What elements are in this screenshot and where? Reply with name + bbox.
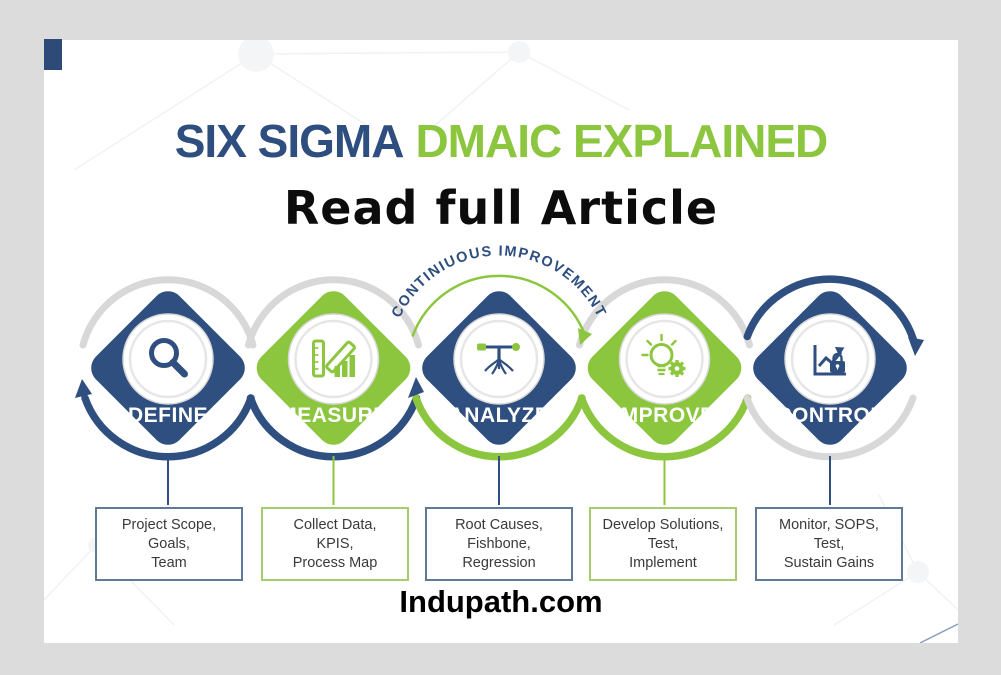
bulb-gear-icon	[641, 333, 686, 377]
arc-top-improve	[576, 276, 753, 349]
analyze-detail-box: Root Causes, Fishbone, Regression	[425, 507, 573, 581]
control-icon-circle	[784, 313, 876, 405]
chart-lock-icon	[813, 345, 846, 376]
magnifier-icon	[149, 338, 188, 378]
arrowhead-measure-icon	[408, 377, 424, 398]
title-dmaic-explained: DMAIC EXPLAINED	[415, 115, 828, 167]
arrowhead-define-icon	[75, 379, 92, 398]
analyze-label: ANALYZE	[449, 404, 550, 427]
flow-arrowheads	[75, 328, 924, 398]
measure-detail-line: Process Map	[292, 554, 378, 571]
arc-top-define	[79, 276, 257, 349]
improve-icon-ring	[625, 319, 704, 399]
footer-site: Indupath.com	[399, 584, 603, 619]
define-detail-line: Goals,	[148, 535, 190, 552]
stage-measure: MEASURE	[256, 291, 411, 505]
arc-top-control	[743, 275, 919, 349]
measure-detail-line: KPIS,	[316, 535, 354, 552]
define-detail-line: Project Scope,	[121, 516, 217, 533]
stage-improve: IMPROVE	[587, 291, 742, 505]
analyze-icon-ring	[459, 319, 539, 399]
measure-icon-ring	[294, 319, 373, 399]
define-icon-ring	[128, 319, 208, 399]
analyze-detail-line: Fishbone,	[467, 535, 531, 552]
banner-arc	[411, 274, 587, 337]
control-detail-line: Test,	[813, 535, 845, 552]
measure-detail-line: Collect Data,	[293, 516, 377, 533]
dmaic-flow-diagram: CONTINIUOUS IMPROVEMENT DEFINE	[75, 243, 924, 505]
analyze-detail-line: Root Causes,	[455, 516, 543, 533]
improve-detail-line: Test,	[647, 535, 679, 552]
control-label: CONTROL	[776, 404, 883, 427]
improve-label: IMPROVE	[614, 404, 714, 427]
measure-detail-box: Collect Data, KPIS, Process Map	[261, 507, 409, 581]
measure-label: MEASURE	[279, 404, 388, 427]
define-label: DEFINE	[128, 404, 208, 427]
improve-detail-line: Implement	[629, 554, 697, 571]
read-full-article-text: Read full Article	[283, 181, 719, 235]
improve-detail-box: Develop Solutions, Test, Implement	[589, 507, 737, 581]
stage-analyze: ANALYZE	[422, 291, 576, 505]
improve-detail-line: Develop Solutions,	[602, 516, 724, 533]
root-cause-icon	[477, 343, 520, 375]
control-icon-ring	[790, 319, 870, 399]
arc-top-measure	[245, 276, 422, 349]
improve-icon-circle	[618, 313, 711, 405]
define-detail-box: Project Scope, Goals, Team	[95, 507, 243, 581]
arrowhead-control-icon	[908, 337, 924, 356]
analyze-detail-line: Regression	[462, 554, 536, 571]
title-six-sigma: SIX SIGMA	[174, 115, 405, 167]
control-detail-box: Monitor, SOPS, Test, Sustain Gains	[755, 507, 903, 581]
stage-define: DEFINE	[91, 291, 245, 505]
define-icon-circle	[122, 313, 214, 405]
stage-control: CONTROL	[753, 291, 907, 505]
define-detail-line: Team	[151, 554, 187, 571]
ruler-chart-icon	[312, 339, 356, 378]
control-detail-line: Monitor, SOPS,	[779, 516, 879, 533]
arrowhead-banner-icon	[578, 328, 592, 345]
corner-accent-square	[44, 39, 62, 70]
control-detail-line: Sustain Gains	[783, 554, 875, 571]
